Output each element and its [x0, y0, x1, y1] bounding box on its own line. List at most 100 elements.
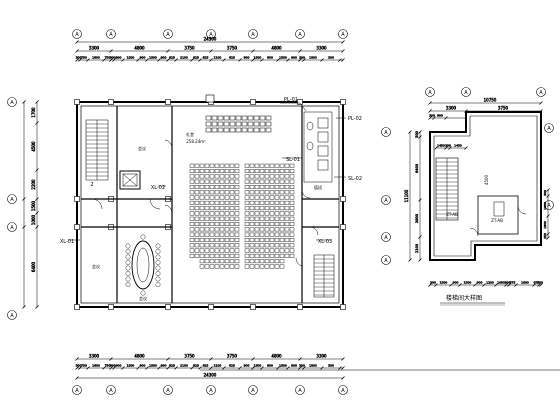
seat: [229, 259, 235, 264]
axis-bubble: [206, 385, 216, 395]
seat: [234, 169, 240, 174]
desk: [265, 127, 272, 133]
dim-tick: [190, 58, 194, 62]
seat: [214, 163, 220, 168]
detail-caption: 楼梯间大样图: [446, 294, 482, 302]
meeting-table: [131, 240, 155, 290]
detail-tag-b: ZT-AB: [491, 218, 503, 223]
dim-tick: [320, 366, 324, 370]
seat: [264, 259, 270, 264]
detail-dim-bottom-text: 1800: [521, 281, 529, 285]
seat: [279, 174, 285, 179]
dim-detail: 900: [140, 364, 146, 368]
seat: [209, 237, 215, 242]
dim-tick: [338, 58, 342, 62]
seat: [254, 243, 260, 248]
seat: [244, 179, 250, 184]
seat: [289, 174, 295, 179]
seat: [204, 179, 210, 184]
seat: [224, 253, 230, 258]
detail-door-swing: [469, 227, 479, 237]
dim-detail: 750: [81, 56, 87, 60]
dim-left: 4500: [31, 141, 36, 152]
detail-dim-bottom-text: 900: [453, 281, 459, 285]
seat: [194, 253, 200, 258]
stair-southeast-treads: [314, 258, 334, 296]
dim-tick: [136, 366, 140, 370]
axis-bubble: [338, 385, 348, 395]
seat: [279, 211, 285, 216]
seat: [234, 243, 240, 248]
seat: [244, 190, 250, 195]
dim-tick: [408, 130, 412, 134]
dim-detail: 1500: [254, 56, 262, 60]
dim-left: 1500: [31, 200, 36, 211]
detail-dim-right-text: 1000: [543, 202, 547, 210]
desk: [211, 121, 218, 127]
dim-tick: [546, 194, 550, 198]
dim-tick: [166, 366, 170, 370]
seat: [209, 211, 215, 216]
seat: [214, 227, 220, 232]
axis-bubble: [381, 232, 391, 242]
axis-bubble-label: A: [109, 32, 113, 38]
room-label-meeting: 会议: [139, 295, 147, 301]
seat: [284, 179, 290, 184]
seat: [214, 232, 220, 237]
axis-bubble: [338, 29, 348, 39]
dim-detail: 2100: [214, 364, 222, 368]
seat: [264, 253, 270, 258]
dim-tick: [166, 58, 170, 62]
dim-detail: 2100: [180, 364, 188, 368]
column: [297, 99, 303, 105]
dim-tick: [166, 49, 170, 53]
desk: [247, 127, 254, 133]
axis-bubble: [7, 310, 17, 320]
seat: [269, 200, 275, 205]
axis-bubble: [163, 385, 173, 395]
seat: [264, 237, 270, 242]
desk: [247, 121, 254, 127]
stair-detail-plan: ZT-AB ZT-AB 4500: [429, 111, 542, 261]
seat: [219, 206, 225, 211]
tag-pl02: PL-02: [348, 116, 362, 122]
axis-bubble: [72, 385, 82, 395]
seat: [289, 222, 295, 227]
axis-bubble: [381, 255, 391, 265]
seat: [249, 163, 255, 168]
seat: [244, 211, 250, 216]
dim-detail: 300: [76, 56, 82, 60]
seat: [229, 211, 235, 216]
seat: [189, 243, 195, 248]
seat: [254, 179, 260, 184]
seat: [274, 179, 280, 184]
seat: [189, 169, 195, 174]
seat: [224, 174, 230, 179]
seat: [199, 232, 205, 237]
seat: [209, 206, 215, 211]
seat: [244, 174, 250, 179]
dim-tick: [418, 198, 422, 202]
seat: [244, 184, 250, 189]
dim-tick: [428, 283, 432, 287]
seat: [244, 163, 250, 168]
dim-tick: [458, 283, 462, 287]
dim-bay: 3750: [227, 354, 238, 359]
seat: [214, 243, 220, 248]
dim-tick: [198, 366, 202, 370]
seat: [269, 227, 275, 232]
dim-tick: [260, 366, 264, 370]
seat: [209, 200, 215, 205]
dim-tick: [121, 58, 125, 62]
seat: [229, 174, 235, 179]
seat: [199, 264, 205, 269]
desk: [211, 127, 218, 133]
seat: [264, 200, 270, 205]
seat: [199, 222, 205, 227]
seat: [289, 179, 295, 184]
seat: [209, 174, 215, 179]
detail-dim-detail: 300: [429, 114, 435, 118]
seat: [279, 237, 285, 242]
dim-detail: 1500: [279, 364, 287, 368]
dim-detail: 825: [203, 364, 209, 368]
